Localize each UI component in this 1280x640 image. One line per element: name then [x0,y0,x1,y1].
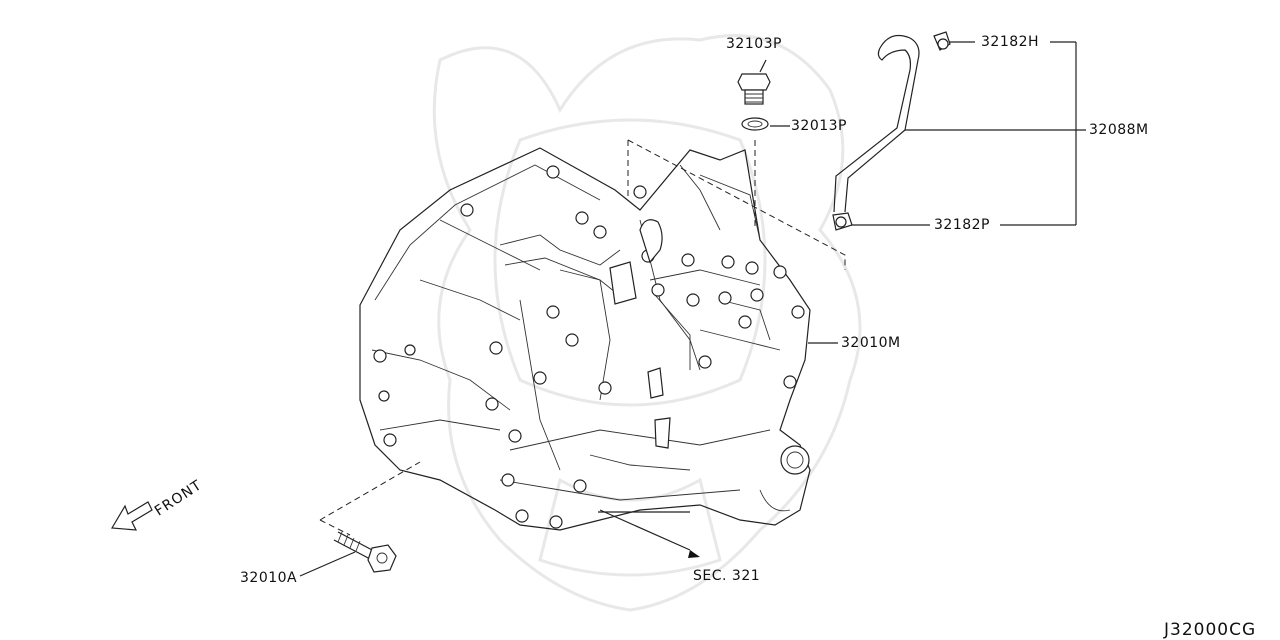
callout-32103P: 32103P [726,36,782,52]
section-reference: SEC. 321 [693,568,761,584]
filler-plug [737,73,771,105]
callout-32013P: 32013P [791,118,847,134]
callout-32010M: 32010M [841,335,901,351]
callout-32182H: 32182H [981,34,1040,50]
leader-lines [299,41,1086,577]
transmission-housing [359,147,811,531]
front-arrow-icon [110,501,153,531]
callout-32182P: 32182P [934,217,990,233]
breather-hose [832,31,951,231]
diagram-reference-code: J32000CG [1164,620,1257,640]
callout-32010A: 32010A [240,570,298,586]
mounting-bolt [333,531,397,573]
gasket-washer [741,117,769,131]
callout-32088M: 32088M [1089,122,1149,138]
assembly-dashed-lines [319,139,846,536]
